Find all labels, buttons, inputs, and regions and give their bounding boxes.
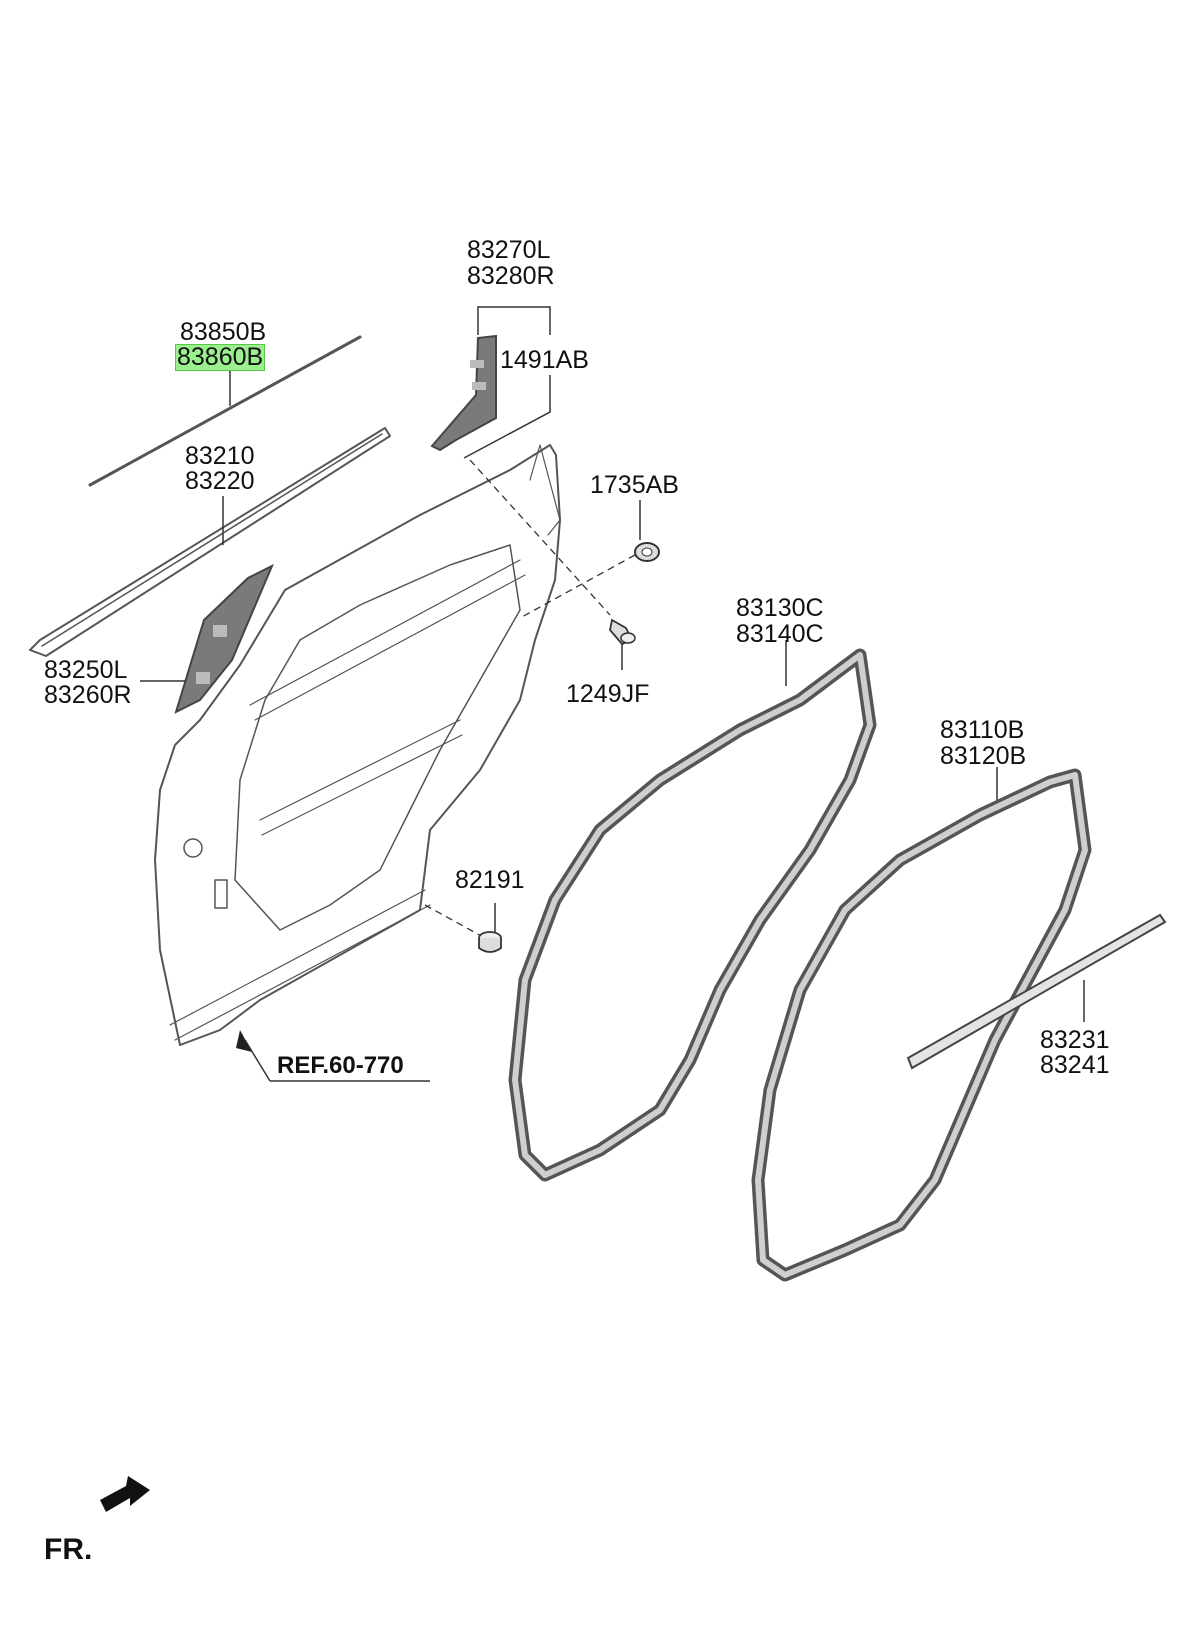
frame-garnish[interactable]: [430, 334, 497, 452]
outer-belt-weatherstrip[interactable]: [29, 427, 391, 657]
label-83280R[interactable]: 83280R: [467, 262, 555, 290]
label-82191[interactable]: 82191: [455, 866, 525, 894]
label-83270L[interactable]: 83270L: [467, 236, 551, 264]
body-weatherstrip[interactable]: [751, 768, 1092, 1282]
label-83110B[interactable]: 83110B: [940, 716, 1025, 744]
leader-lines: [140, 306, 1085, 1082]
label-83120B[interactable]: 83120B: [940, 742, 1027, 770]
delta-garnish[interactable]: [174, 563, 274, 714]
belt-moulding-strip[interactable]: [88, 335, 362, 487]
ref-arrow: [236, 1030, 252, 1052]
label-83860B[interactable]: 83860B: [174, 343, 266, 371]
label-83241[interactable]: 83241: [1040, 1051, 1110, 1079]
cap-1735AB[interactable]: [634, 542, 660, 562]
label-1249JF[interactable]: 1249JF: [566, 680, 650, 708]
bumper-82191[interactable]: [478, 931, 502, 953]
label-front: FR.: [44, 1533, 93, 1566]
door-weatherstrip[interactable]: [508, 648, 877, 1182]
screw-1249JF[interactable]: [609, 618, 636, 646]
sill-strip[interactable]: [906, 913, 1167, 1070]
label-1735AB[interactable]: 1735AB: [590, 471, 679, 499]
door-panel[interactable]: [154, 444, 561, 1046]
label-83231[interactable]: 83231: [1040, 1026, 1110, 1054]
front-arrow-icon: [100, 1476, 150, 1512]
label-83140C[interactable]: 83140C: [736, 620, 824, 648]
assembly-dash-lines: [424, 459, 636, 939]
label-83130C[interactable]: 83130C: [736, 594, 824, 622]
label-83260R[interactable]: 83260R: [44, 681, 132, 709]
label-83210[interactable]: 83210: [185, 442, 255, 470]
label-ref-60-770[interactable]: REF.60-770: [277, 1052, 404, 1079]
label-83850B[interactable]: 83850B: [180, 318, 267, 346]
label-83220[interactable]: 83220: [185, 467, 255, 495]
label-1491AB[interactable]: 1491AB: [500, 346, 589, 374]
label-83250L[interactable]: 83250L: [44, 656, 128, 684]
